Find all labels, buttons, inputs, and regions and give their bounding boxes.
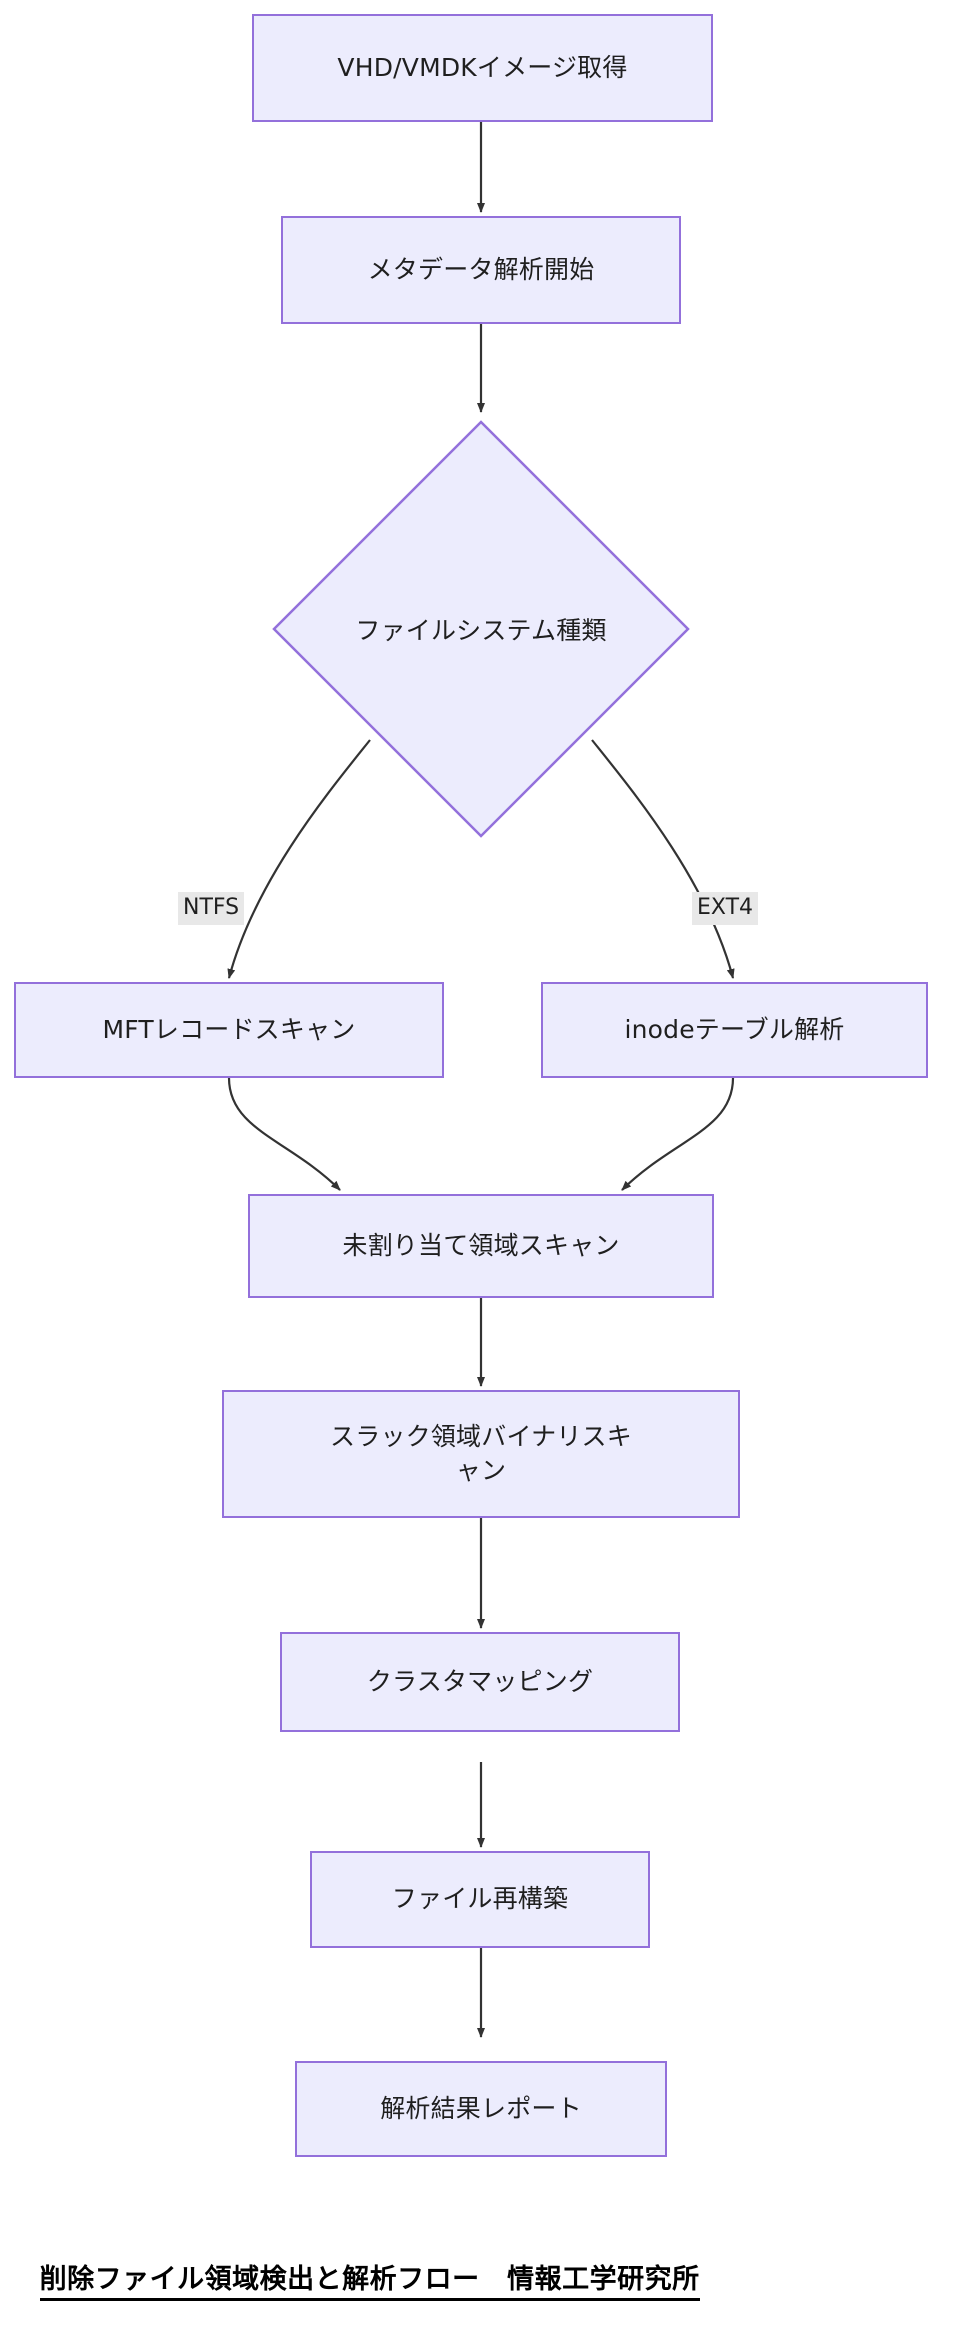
node-filesystem-type-decision[interactable]: ファイルシステム種類 bbox=[272, 420, 690, 838]
node-label: inodeテーブル解析 bbox=[624, 1014, 845, 1044]
node-label: VHD/VMDKイメージ取得 bbox=[337, 52, 628, 82]
node-label: クラスタマッピング bbox=[366, 1666, 594, 1696]
diagram-caption: 削除ファイル領域検出と解析フロー 情報工学研究所 bbox=[0, 2226, 958, 2332]
diamond-shape bbox=[272, 420, 690, 838]
node-file-reconstruction[interactable]: ファイル再構築 bbox=[310, 1851, 650, 1948]
diagram-caption-text: 削除ファイル領域検出と解析フロー 情報工学研究所 bbox=[39, 2257, 700, 2301]
node-label: 未割り当て領域スキャン bbox=[342, 1230, 620, 1260]
edge-label-ntfs: NTFS bbox=[178, 892, 245, 926]
node-label: 解析結果レポート bbox=[380, 2093, 582, 2123]
flowchart-canvas: VHD/VMDKイメージ取得 メタデータ解析開始 ファイルシステム種類 NTFS… bbox=[14, 14, 928, 2301]
node-cluster-mapping[interactable]: クラスタマッピング bbox=[280, 1632, 680, 1732]
node-metadata-analysis-start[interactable]: メタデータ解析開始 bbox=[281, 216, 681, 324]
node-label: MFTレコードスキャン bbox=[102, 1014, 356, 1044]
edge-label-text: EXT4 bbox=[697, 895, 754, 920]
edge-label-text: NTFS bbox=[183, 895, 240, 920]
node-vhd-vmdk-image-acquire[interactable]: VHD/VMDKイメージ取得 bbox=[252, 14, 713, 122]
edge-label-ext4: EXT4 bbox=[692, 892, 759, 926]
node-unallocated-area-scan[interactable]: 未割り当て領域スキャン bbox=[248, 1194, 714, 1298]
node-slack-area-binary-scan[interactable]: スラック領域バイナリスキ ャン bbox=[222, 1390, 740, 1518]
node-analysis-result-report[interactable]: 解析結果レポート bbox=[295, 2061, 667, 2157]
node-label: メタデータ解析開始 bbox=[367, 254, 595, 284]
node-label: スラック領域バイナリスキ ャン bbox=[330, 1421, 632, 1486]
edge-n5-n6 bbox=[621, 1077, 735, 1191]
node-inode-table-analysis[interactable]: inodeテーブル解析 bbox=[541, 982, 928, 1078]
node-label: ファイルシステム種類 bbox=[355, 616, 607, 645]
node-mft-record-scan[interactable]: MFTレコードスキャン bbox=[14, 982, 444, 1078]
node-label: ファイル再構築 bbox=[391, 1884, 569, 1914]
edge-n4-n6 bbox=[227, 1077, 341, 1191]
